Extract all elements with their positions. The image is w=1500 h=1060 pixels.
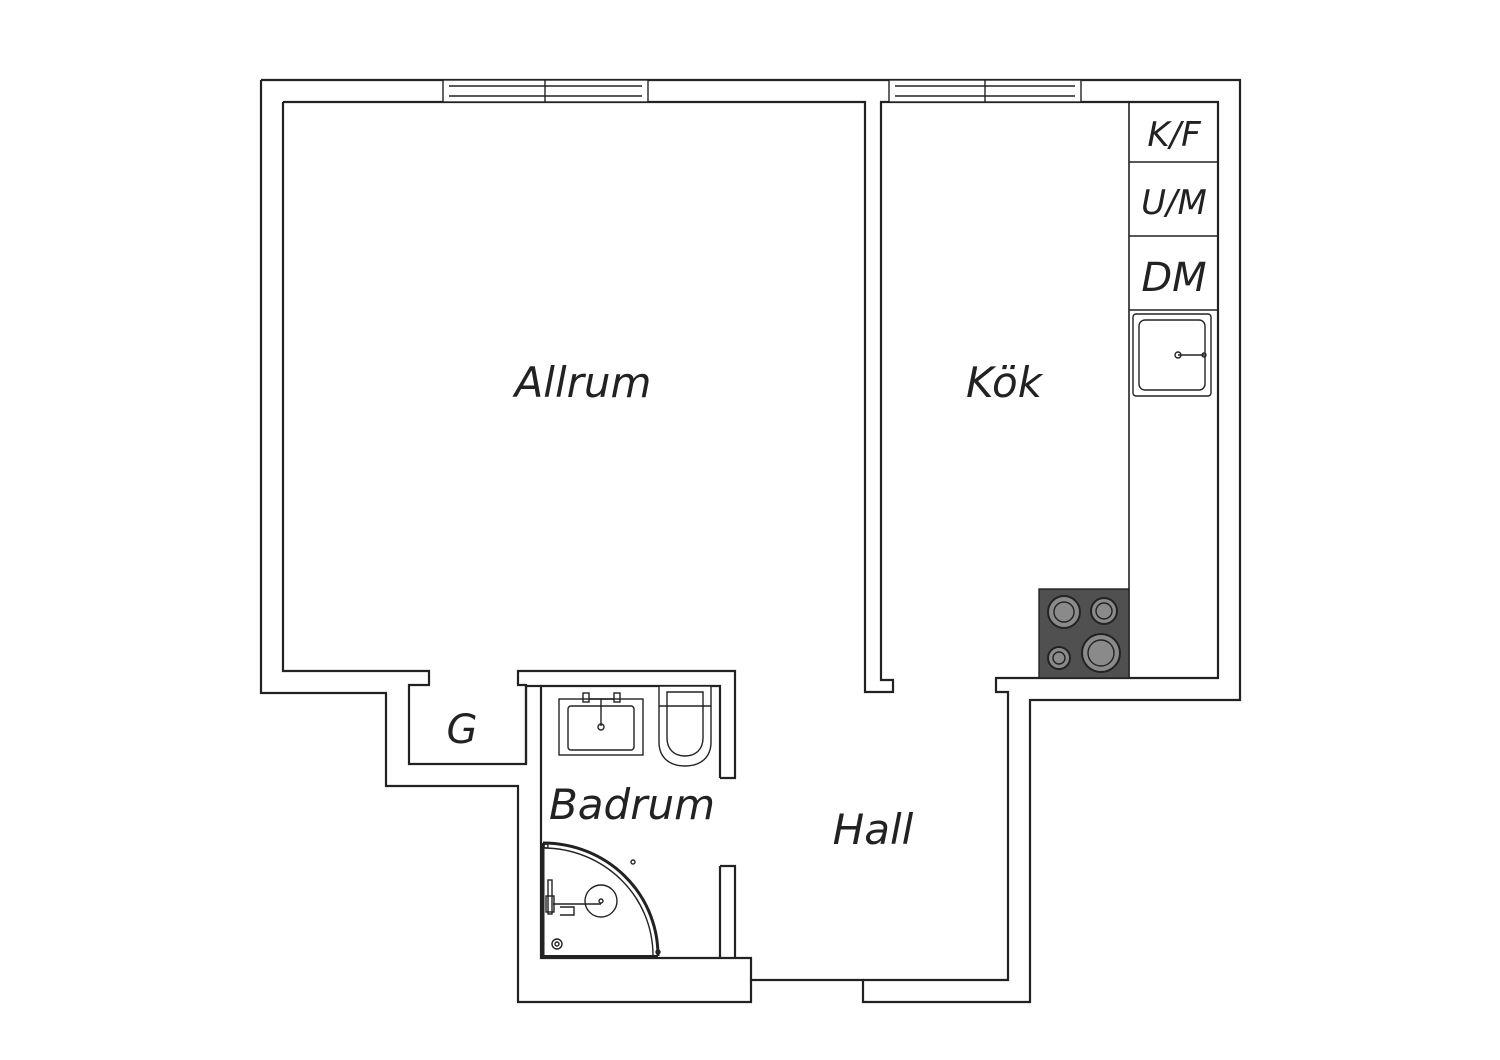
stove-icon bbox=[1038, 588, 1130, 679]
bathroom-door-jamb bbox=[720, 864, 737, 958]
outer-wall bbox=[259, 78, 1242, 1004]
room-label-bathroom: Badrum bbox=[549, 780, 715, 829]
kitchen-counter bbox=[1128, 102, 1218, 678]
room-label-living: Allrum bbox=[512, 358, 652, 407]
sink-icon bbox=[1132, 313, 1212, 397]
room-label-closet: G bbox=[447, 707, 478, 753]
appliance-label-oven-microwave: U/M bbox=[1141, 183, 1207, 223]
washbasin-icon bbox=[558, 692, 644, 756]
room-label-kitchen: Kök bbox=[966, 358, 1044, 407]
room-label-hall: Hall bbox=[833, 805, 914, 854]
appliance-label-fridge-freezer: K/F bbox=[1147, 115, 1201, 155]
toilet-icon bbox=[658, 685, 712, 767]
living-room-inner-wall bbox=[283, 100, 1220, 982]
window-icon bbox=[442, 79, 1082, 103]
shower-icon bbox=[541, 841, 661, 958]
bathroom-wall bbox=[539, 684, 753, 980]
appliance-label-dishwasher: DM bbox=[1141, 255, 1206, 301]
living-room-bottom-wall bbox=[281, 102, 737, 780]
walls bbox=[259, 78, 1242, 1004]
